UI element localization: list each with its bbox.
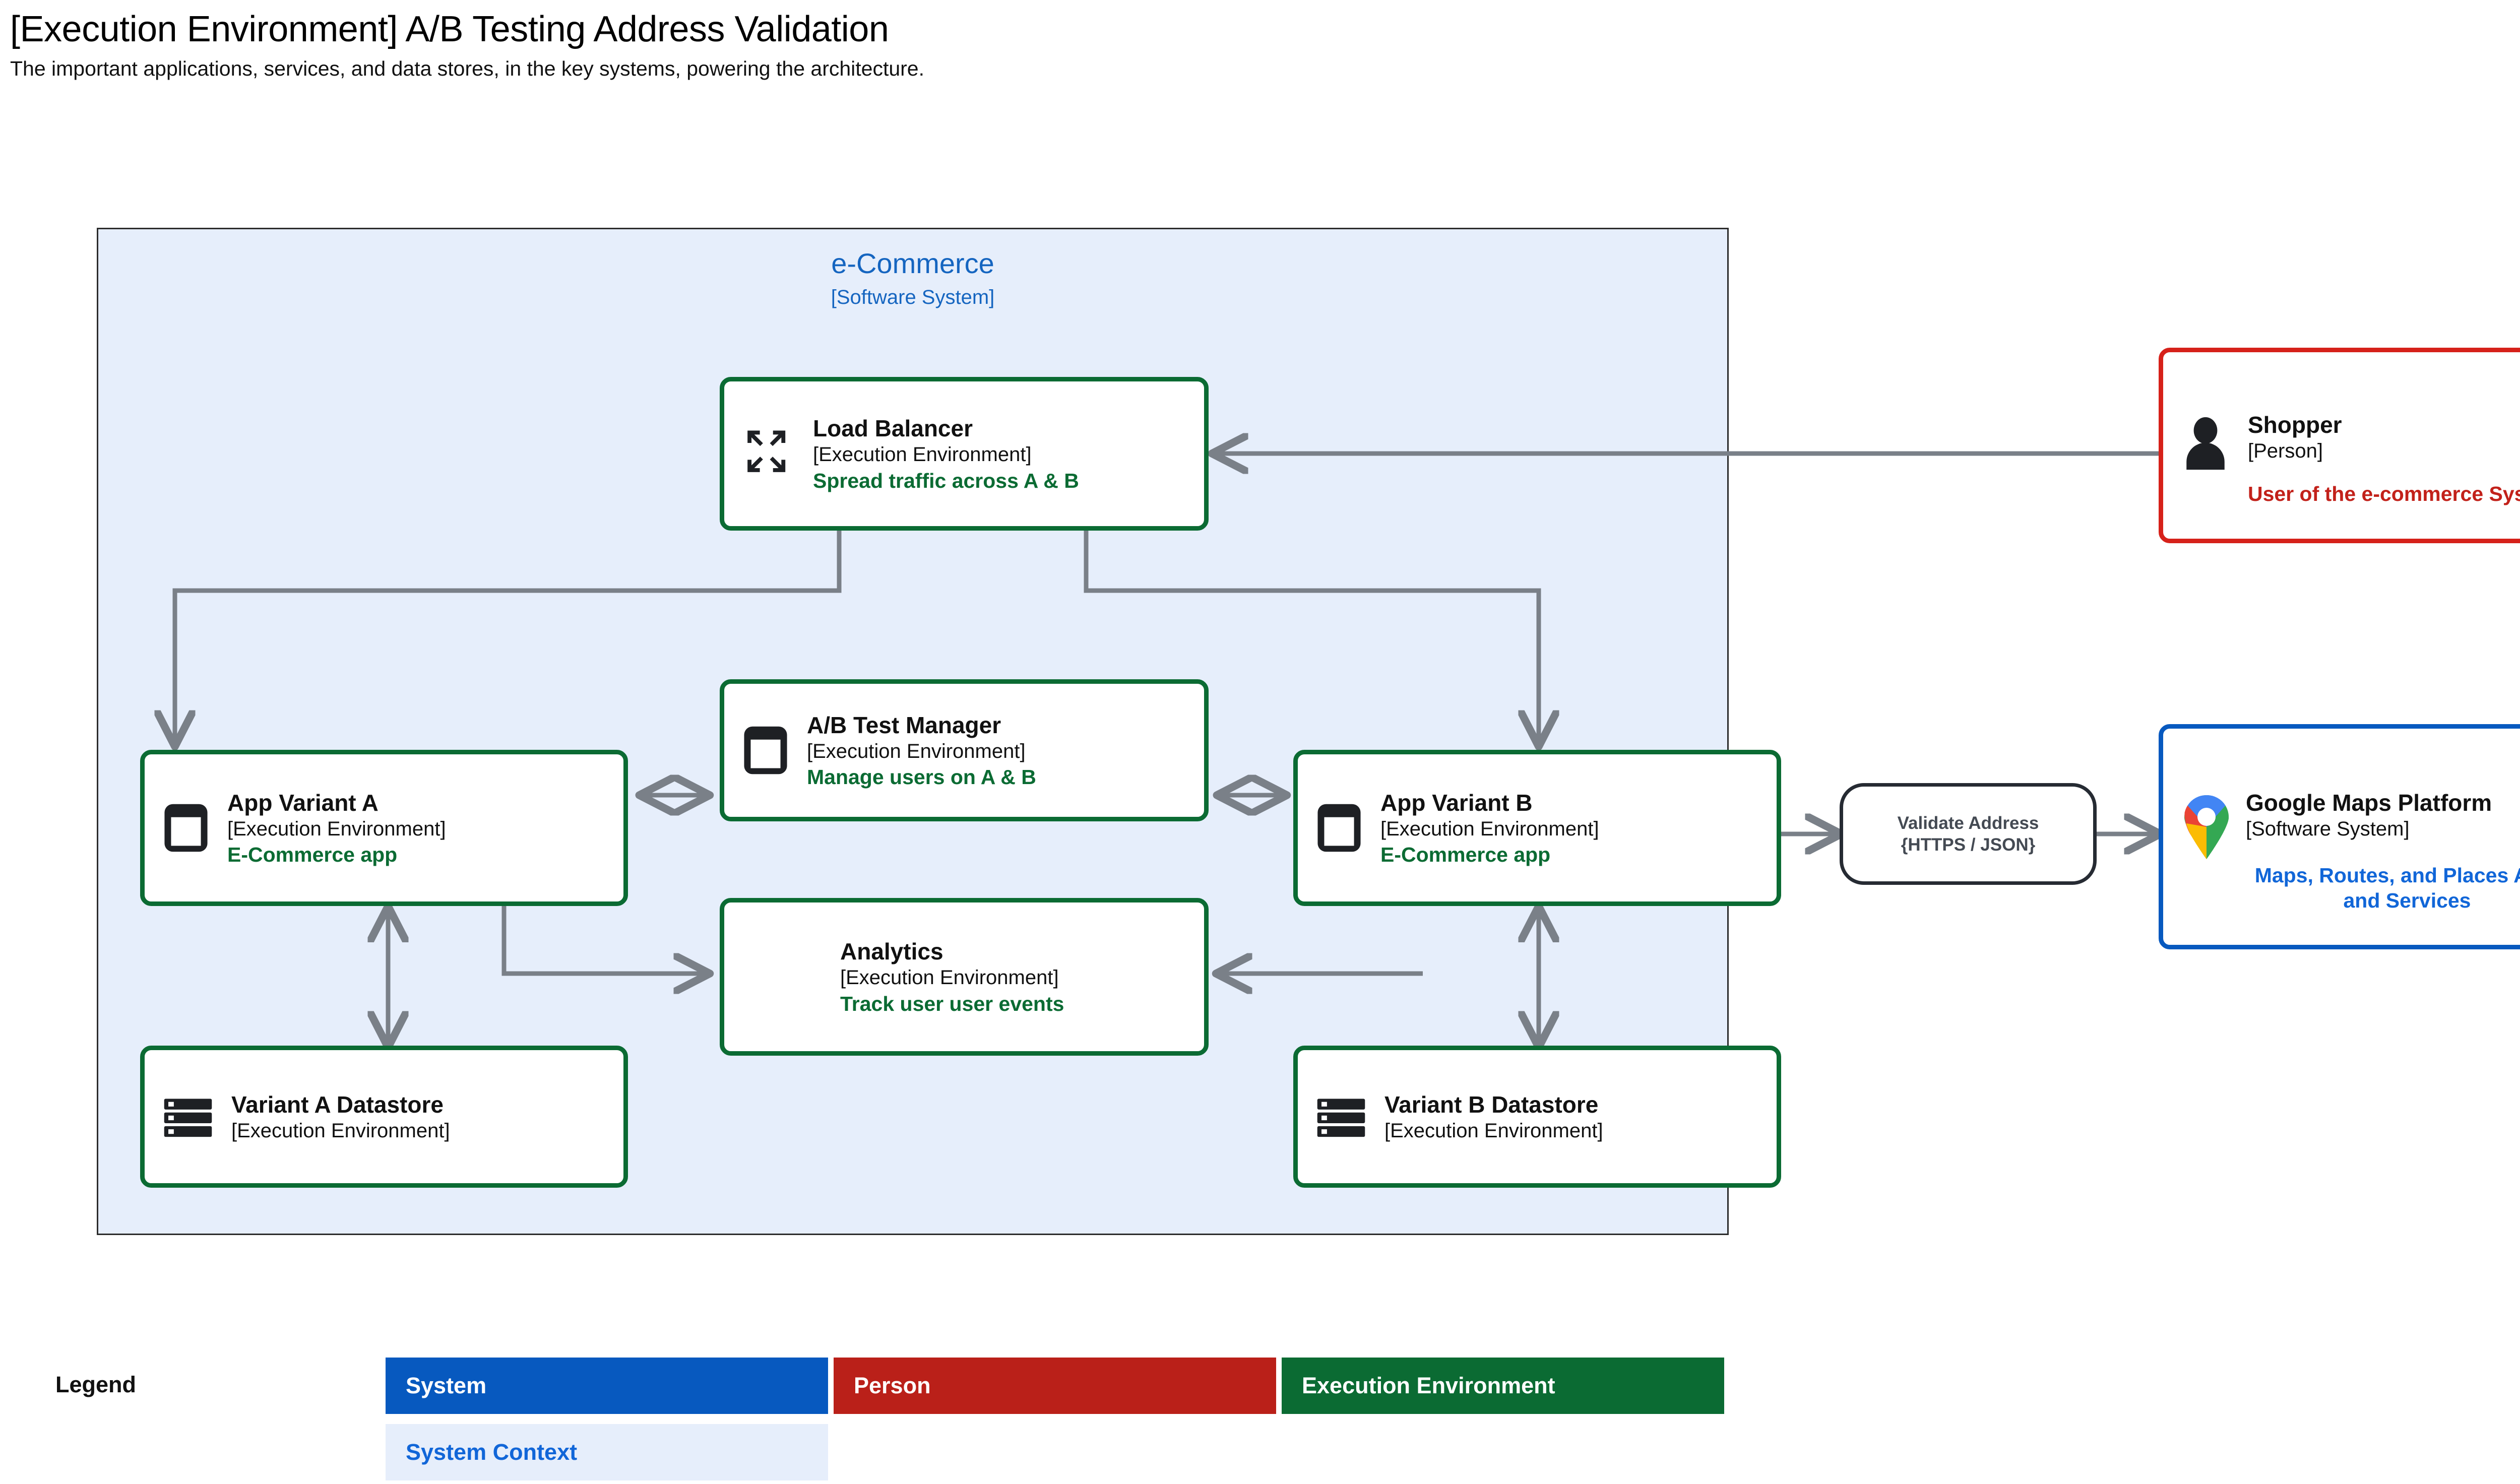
google-maps-pin-icon xyxy=(2180,792,2233,860)
analytics-text: Analytics [Execution Environment] Track … xyxy=(840,937,1064,1016)
application-window-icon xyxy=(1315,802,1363,854)
node-ab-test-manager[interactable]: A/B Test Manager [Execution Environment]… xyxy=(720,679,1209,821)
node-title: App Variant A xyxy=(227,789,379,816)
app-variant-a-text: App Variant A [Execution Environment] E-… xyxy=(227,789,446,868)
legend-item-person: Person xyxy=(834,1358,1276,1414)
ab-test-manager-text: A/B Test Manager [Execution Environment]… xyxy=(807,711,1036,790)
node-title: Variant B Datastore xyxy=(1384,1091,1599,1118)
node-analytics[interactable]: Analytics [Execution Environment] Track … xyxy=(720,898,1209,1056)
application-window-icon xyxy=(162,802,210,854)
node-type: [Execution Environment] xyxy=(1380,817,1599,840)
boundary-subtitle: [Software System] xyxy=(831,286,995,308)
node-variant-a-datastore[interactable]: Variant A Datastore [Execution Environme… xyxy=(140,1046,628,1188)
node-type: [Execution Environment] xyxy=(813,443,1032,466)
legend-item-label: Execution Environment xyxy=(1302,1373,1555,1398)
node-description: User of the e-commerce System xyxy=(2248,482,2520,506)
legend-title: Legend xyxy=(55,1372,137,1397)
legend-item-system-context: System Context xyxy=(386,1424,828,1480)
load-balancer-text: Load Balancer [Execution Environment] Sp… xyxy=(813,414,1079,493)
legend-item-system: System xyxy=(386,1358,828,1414)
node-title: A/B Test Manager xyxy=(807,712,1001,738)
node-shopper[interactable]: Shopper [Person] User of the e-commerce … xyxy=(2159,348,2520,543)
app-variant-b-text: App Variant B [Execution Environment] E-… xyxy=(1380,789,1599,868)
node-title: Analytics xyxy=(840,938,943,965)
boundary-title: e-Commerce xyxy=(831,247,994,279)
node-google-maps-platform[interactable]: Google Maps Platform [Software System] M… xyxy=(2159,724,2520,949)
page-subtitle: The important applications, services, an… xyxy=(10,56,924,80)
node-description: Manage users on A & B xyxy=(807,765,1036,789)
node-type: [Execution Environment] xyxy=(231,1119,450,1142)
node-description: Maps, Routes, and Places APIs and Servic… xyxy=(2254,863,2520,912)
node-variant-b-datastore[interactable]: Variant B Datastore [Execution Environme… xyxy=(1293,1046,1781,1188)
node-type: [Software System] xyxy=(2246,818,2410,841)
shopper-text: Shopper [Person] User of the e-commerce … xyxy=(2248,411,2520,507)
legend-item-label: System xyxy=(406,1373,487,1398)
node-type: [Execution Environment] xyxy=(227,817,446,840)
node-load-balancer[interactable]: Load Balancer [Execution Environment] Sp… xyxy=(720,377,1209,531)
node-title: Variant A Datastore xyxy=(231,1091,444,1118)
application-window-icon xyxy=(741,724,790,777)
load-balancer-icon xyxy=(741,426,796,481)
node-app-variant-a[interactable]: App Variant A [Execution Environment] E-… xyxy=(140,750,628,906)
node-title: App Variant B xyxy=(1380,789,1533,816)
node-app-variant-b[interactable]: App Variant B [Execution Environment] E-… xyxy=(1293,750,1781,906)
node-type: [Person] xyxy=(2248,439,2323,462)
node-title: Google Maps Platform xyxy=(2246,790,2492,816)
edge-label-line-1: Validate Address xyxy=(1897,813,2039,833)
database-rack-icon xyxy=(1315,1090,1367,1143)
node-title: Shopper xyxy=(2248,411,2342,438)
node-description: E-Commerce app xyxy=(227,843,398,867)
person-icon xyxy=(2180,416,2231,472)
edge-label-line-2: {HTTPS / JSON} xyxy=(1901,835,2036,855)
node-type: [Execution Environment] xyxy=(807,740,1026,762)
legend-item-label: Person xyxy=(854,1373,931,1398)
variant-b-datastore-text: Variant B Datastore [Execution Environme… xyxy=(1384,1090,1603,1143)
google-maps-text: Google Maps Platform [Software System] M… xyxy=(2246,789,2520,913)
database-rack-icon xyxy=(162,1090,214,1143)
node-type: [Execution Environment] xyxy=(1384,1119,1603,1142)
edge-label-validate-address: Validate Address {HTTPS / JSON} xyxy=(1840,783,2097,885)
legend-item-execution-environment: Execution Environment xyxy=(1282,1358,1724,1414)
node-title: Load Balancer xyxy=(813,415,973,442)
node-type: [Execution Environment] xyxy=(840,966,1059,989)
page-title: [Execution Environment] A/B Testing Addr… xyxy=(10,9,889,49)
variant-a-datastore-text: Variant A Datastore [Execution Environme… xyxy=(231,1090,450,1143)
page-header: [Execution Environment] A/B Testing Addr… xyxy=(10,9,2026,81)
legend-item-label: System Context xyxy=(406,1439,578,1465)
node-description: Track user user events xyxy=(840,992,1064,1015)
node-description: E-Commerce app xyxy=(1380,843,1551,867)
node-description: Spread traffic across A & B xyxy=(813,469,1079,492)
